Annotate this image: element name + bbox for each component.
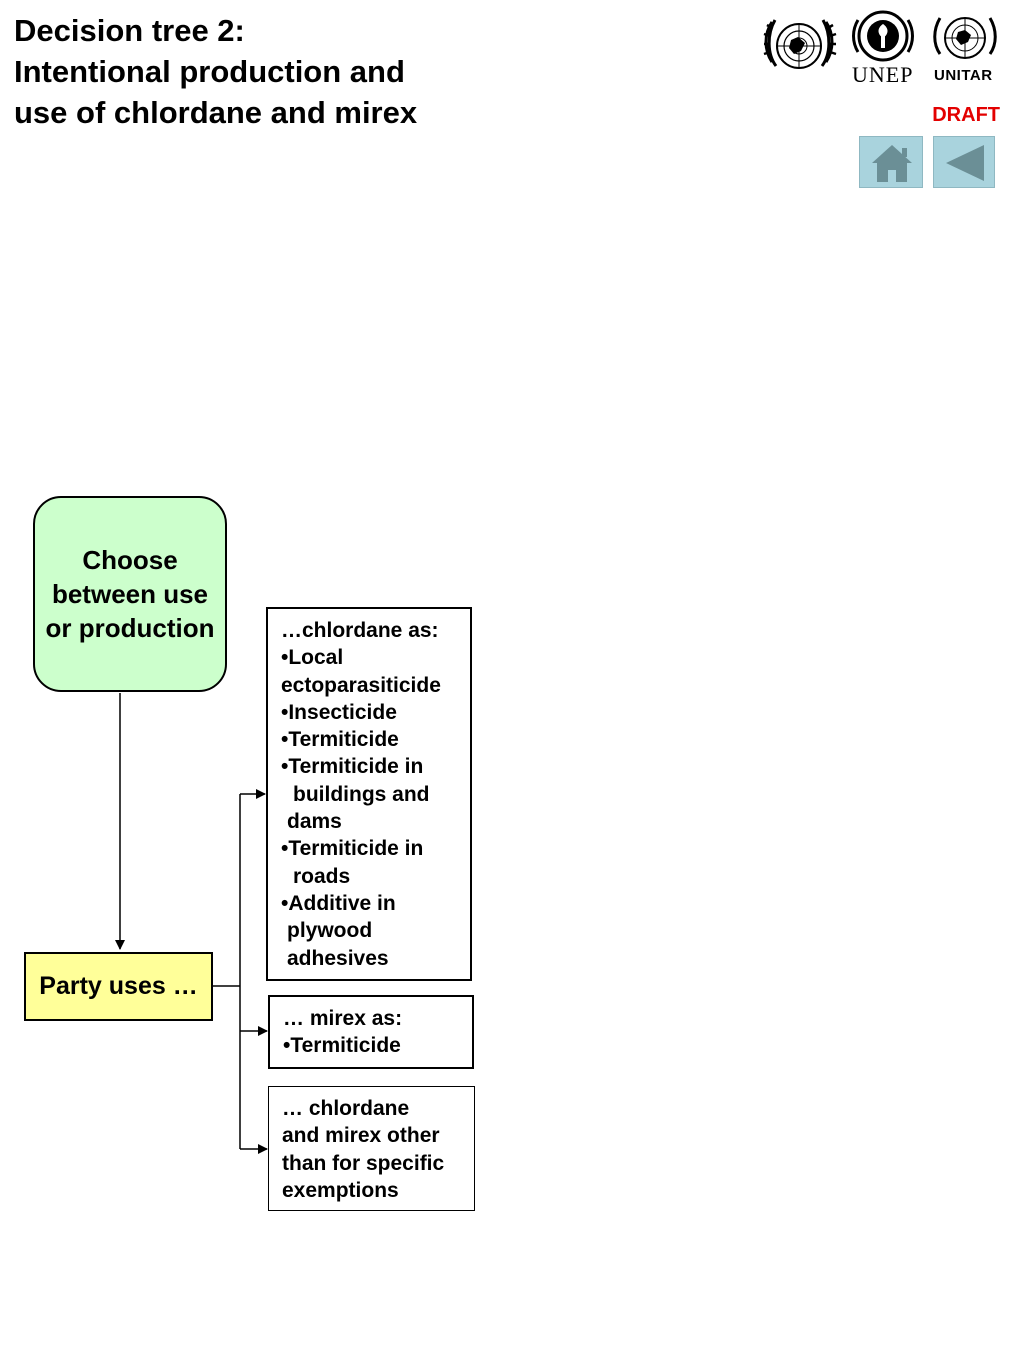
option-line: roads [293,864,351,888]
option-line: adhesives [287,946,389,970]
option-line: •Local [281,646,344,670]
option-line: •Insecticide [281,700,397,724]
un-emblem-logo [763,19,837,69]
home-button[interactable] [859,136,923,188]
page-title: Decision tree 2: Intentional production … [14,10,484,133]
option-line: ectoparasiticide [281,673,441,697]
option-line: •Additive in [281,891,396,915]
start-node-label: Choose between use or production [45,545,215,643]
unitar-logo [933,17,997,59]
option-line: plywood [287,919,373,943]
option-line: … chlordane [282,1097,410,1120]
party-uses-node[interactable]: Party uses … [24,952,213,1021]
option-chlordane-uses[interactable]: …chlordane as: •Local ectoparasiticide •… [266,607,472,981]
option-mirex-uses[interactable]: … mirex as: •Termiticide [268,995,474,1069]
option-line: … mirex as: [283,1007,403,1030]
title-line: use of chlordane and mirex [14,95,418,130]
option-line: and mirex other [282,1124,440,1148]
option-line: …chlordane as: [281,619,439,642]
title-line: Decision tree 2: [14,13,245,48]
title-line: Intentional production and [14,54,405,89]
home-icon [872,145,912,182]
option-line: •Termiticide [283,1034,401,1058]
back-triangle-icon [946,145,984,181]
option-line: buildings and [293,782,430,806]
draft-label: DRAFT [932,104,1000,126]
unep-logo-text: UNEP [852,62,914,87]
option-line: than for specific [282,1151,445,1175]
option-line: dams [287,810,342,834]
option-other-uses[interactable]: … chlordane and mirex other than for spe… [268,1086,475,1211]
back-button[interactable] [933,136,995,188]
party-uses-label: Party uses … [39,972,198,1000]
option-line: •Termiticide in [281,837,424,861]
option-line: •Termiticide [281,728,399,752]
logo-strip: UNEP UNITAR [754,6,1004,88]
option-line: •Termiticide in [281,755,424,779]
unitar-logo-text: UNITAR [934,67,993,84]
option-line: exemptions [282,1178,399,1202]
unep-logo [852,10,914,62]
start-node-choose[interactable]: Choose between use or production [33,496,227,692]
